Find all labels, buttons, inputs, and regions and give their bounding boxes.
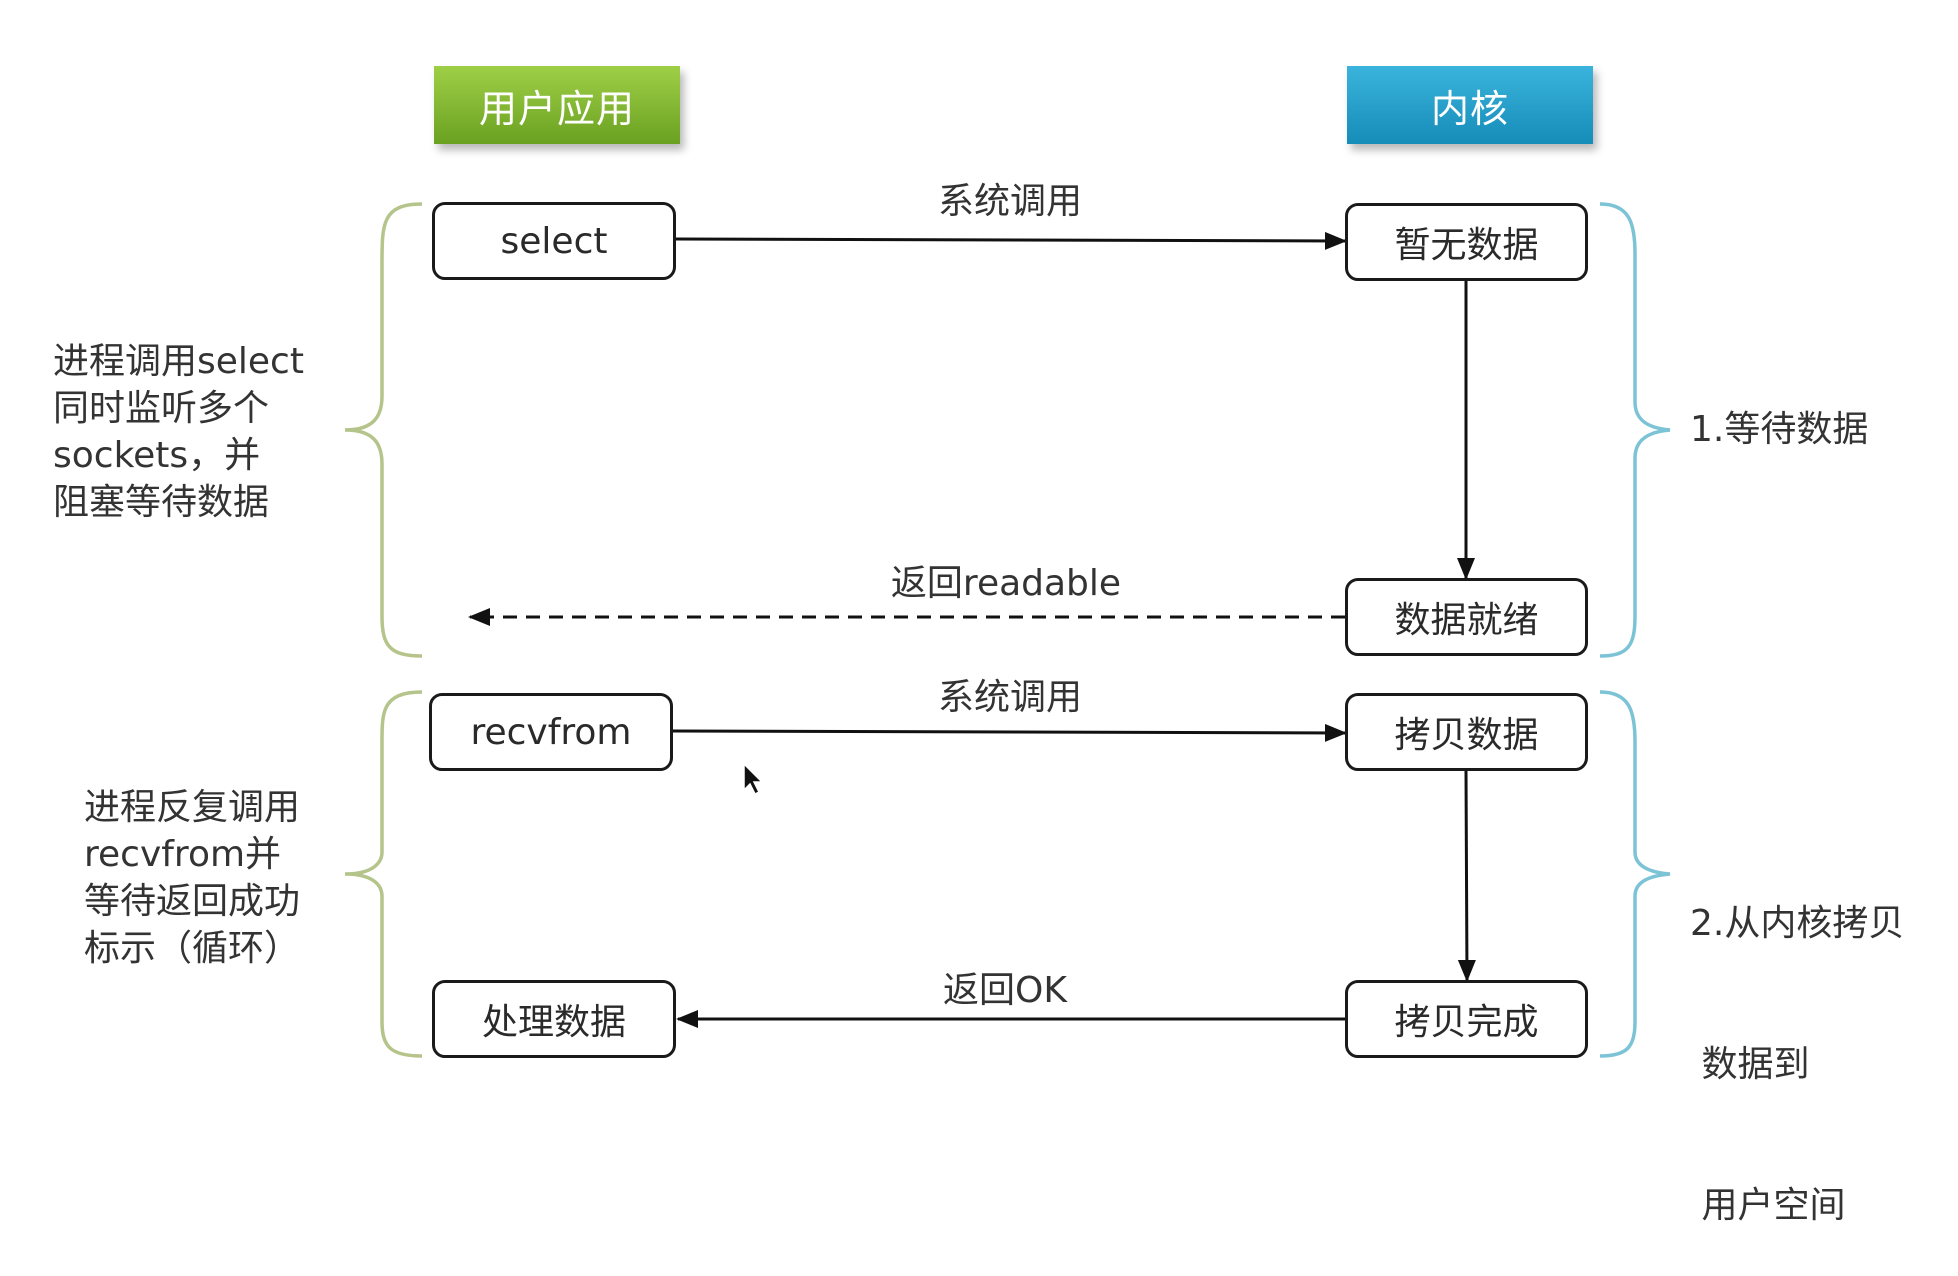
node-select-label: select: [500, 220, 608, 262]
node-data-ready: 数据就绪: [1345, 578, 1588, 656]
user-app-header: 用户应用: [434, 66, 680, 144]
node-copy-done: 拷贝完成: [1345, 980, 1588, 1058]
node-copy-data-label: 拷贝数据: [1394, 715, 1539, 756]
right-note-phase1: 1.等待数据: [1690, 406, 1868, 453]
user-app-header-label: 用户应用: [478, 86, 635, 131]
node-select: select: [432, 202, 676, 280]
left-note-phase2: 进程反复调用 recvfrom并 等待返回成功 标示（循环）: [84, 784, 300, 972]
right-note-phase2-line: 数据到: [1690, 1044, 1810, 1085]
left-note-phase2-line: 进程反复调用: [84, 787, 301, 828]
right-note-phase2-line: 2.从内核拷贝: [1690, 903, 1905, 944]
left-note-phase2-line: 标示（循环）: [84, 928, 301, 969]
kernel-header: 内核: [1347, 66, 1593, 144]
node-copy-done-label: 拷贝完成: [1394, 1002, 1539, 1043]
arrow-syscall-2: [672, 723, 1347, 742]
left-note-phase2-line: recvfrom并: [84, 834, 282, 875]
arrow-copy-data: [1457, 770, 1476, 982]
left-brace-phase2: [344, 690, 423, 1058]
label-return-ok: 返回OK: [943, 970, 1067, 1011]
node-recvfrom: recvfrom: [429, 693, 673, 771]
left-note-phase1-line: 阻塞等待数据: [53, 482, 270, 523]
label-syscall-1: 系统调用: [937, 181, 1083, 222]
node-process-data: 处理数据: [432, 980, 676, 1058]
node-data-ready-label: 数据就绪: [1394, 600, 1539, 641]
right-brace-phase2: [1599, 690, 1671, 1058]
left-note-phase1-line: 同时监听多个: [53, 388, 270, 429]
node-copy-data: 拷贝数据: [1345, 693, 1588, 771]
left-note-phase1-line: sockets，并: [53, 435, 261, 476]
node-process-data-label: 处理数据: [481, 1002, 626, 1043]
node-no-data: 暂无数据: [1345, 203, 1588, 281]
arrow-syscall-1: [675, 231, 1347, 250]
right-note-phase2-line: 用户空间: [1690, 1185, 1846, 1226]
right-note-phase2: 2.从内核拷贝 数据到 用户空间: [1690, 806, 1904, 1276]
label-syscall-2: 系统调用: [937, 677, 1083, 718]
left-brace-phase1: [344, 202, 423, 658]
left-note-phase1: 进程调用select 同时监听多个 sockets，并 阻塞等待数据: [53, 338, 304, 526]
left-note-phase2-line: 等待返回成功: [84, 881, 301, 922]
label-return-readable: 返回readable: [890, 563, 1122, 604]
left-note-phase1-line: 进程调用select: [53, 341, 304, 382]
right-note-phase1-line: 1.等待数据: [1690, 409, 1869, 450]
mouse-cursor-icon: [743, 762, 764, 796]
right-brace-phase1: [1599, 202, 1671, 658]
kernel-header-label: 内核: [1430, 86, 1509, 131]
node-recvfrom-label: recvfrom: [470, 711, 632, 753]
node-no-data-label: 暂无数据: [1394, 225, 1539, 266]
io-multiplexing-diagram: [344, 202, 1671, 1058]
